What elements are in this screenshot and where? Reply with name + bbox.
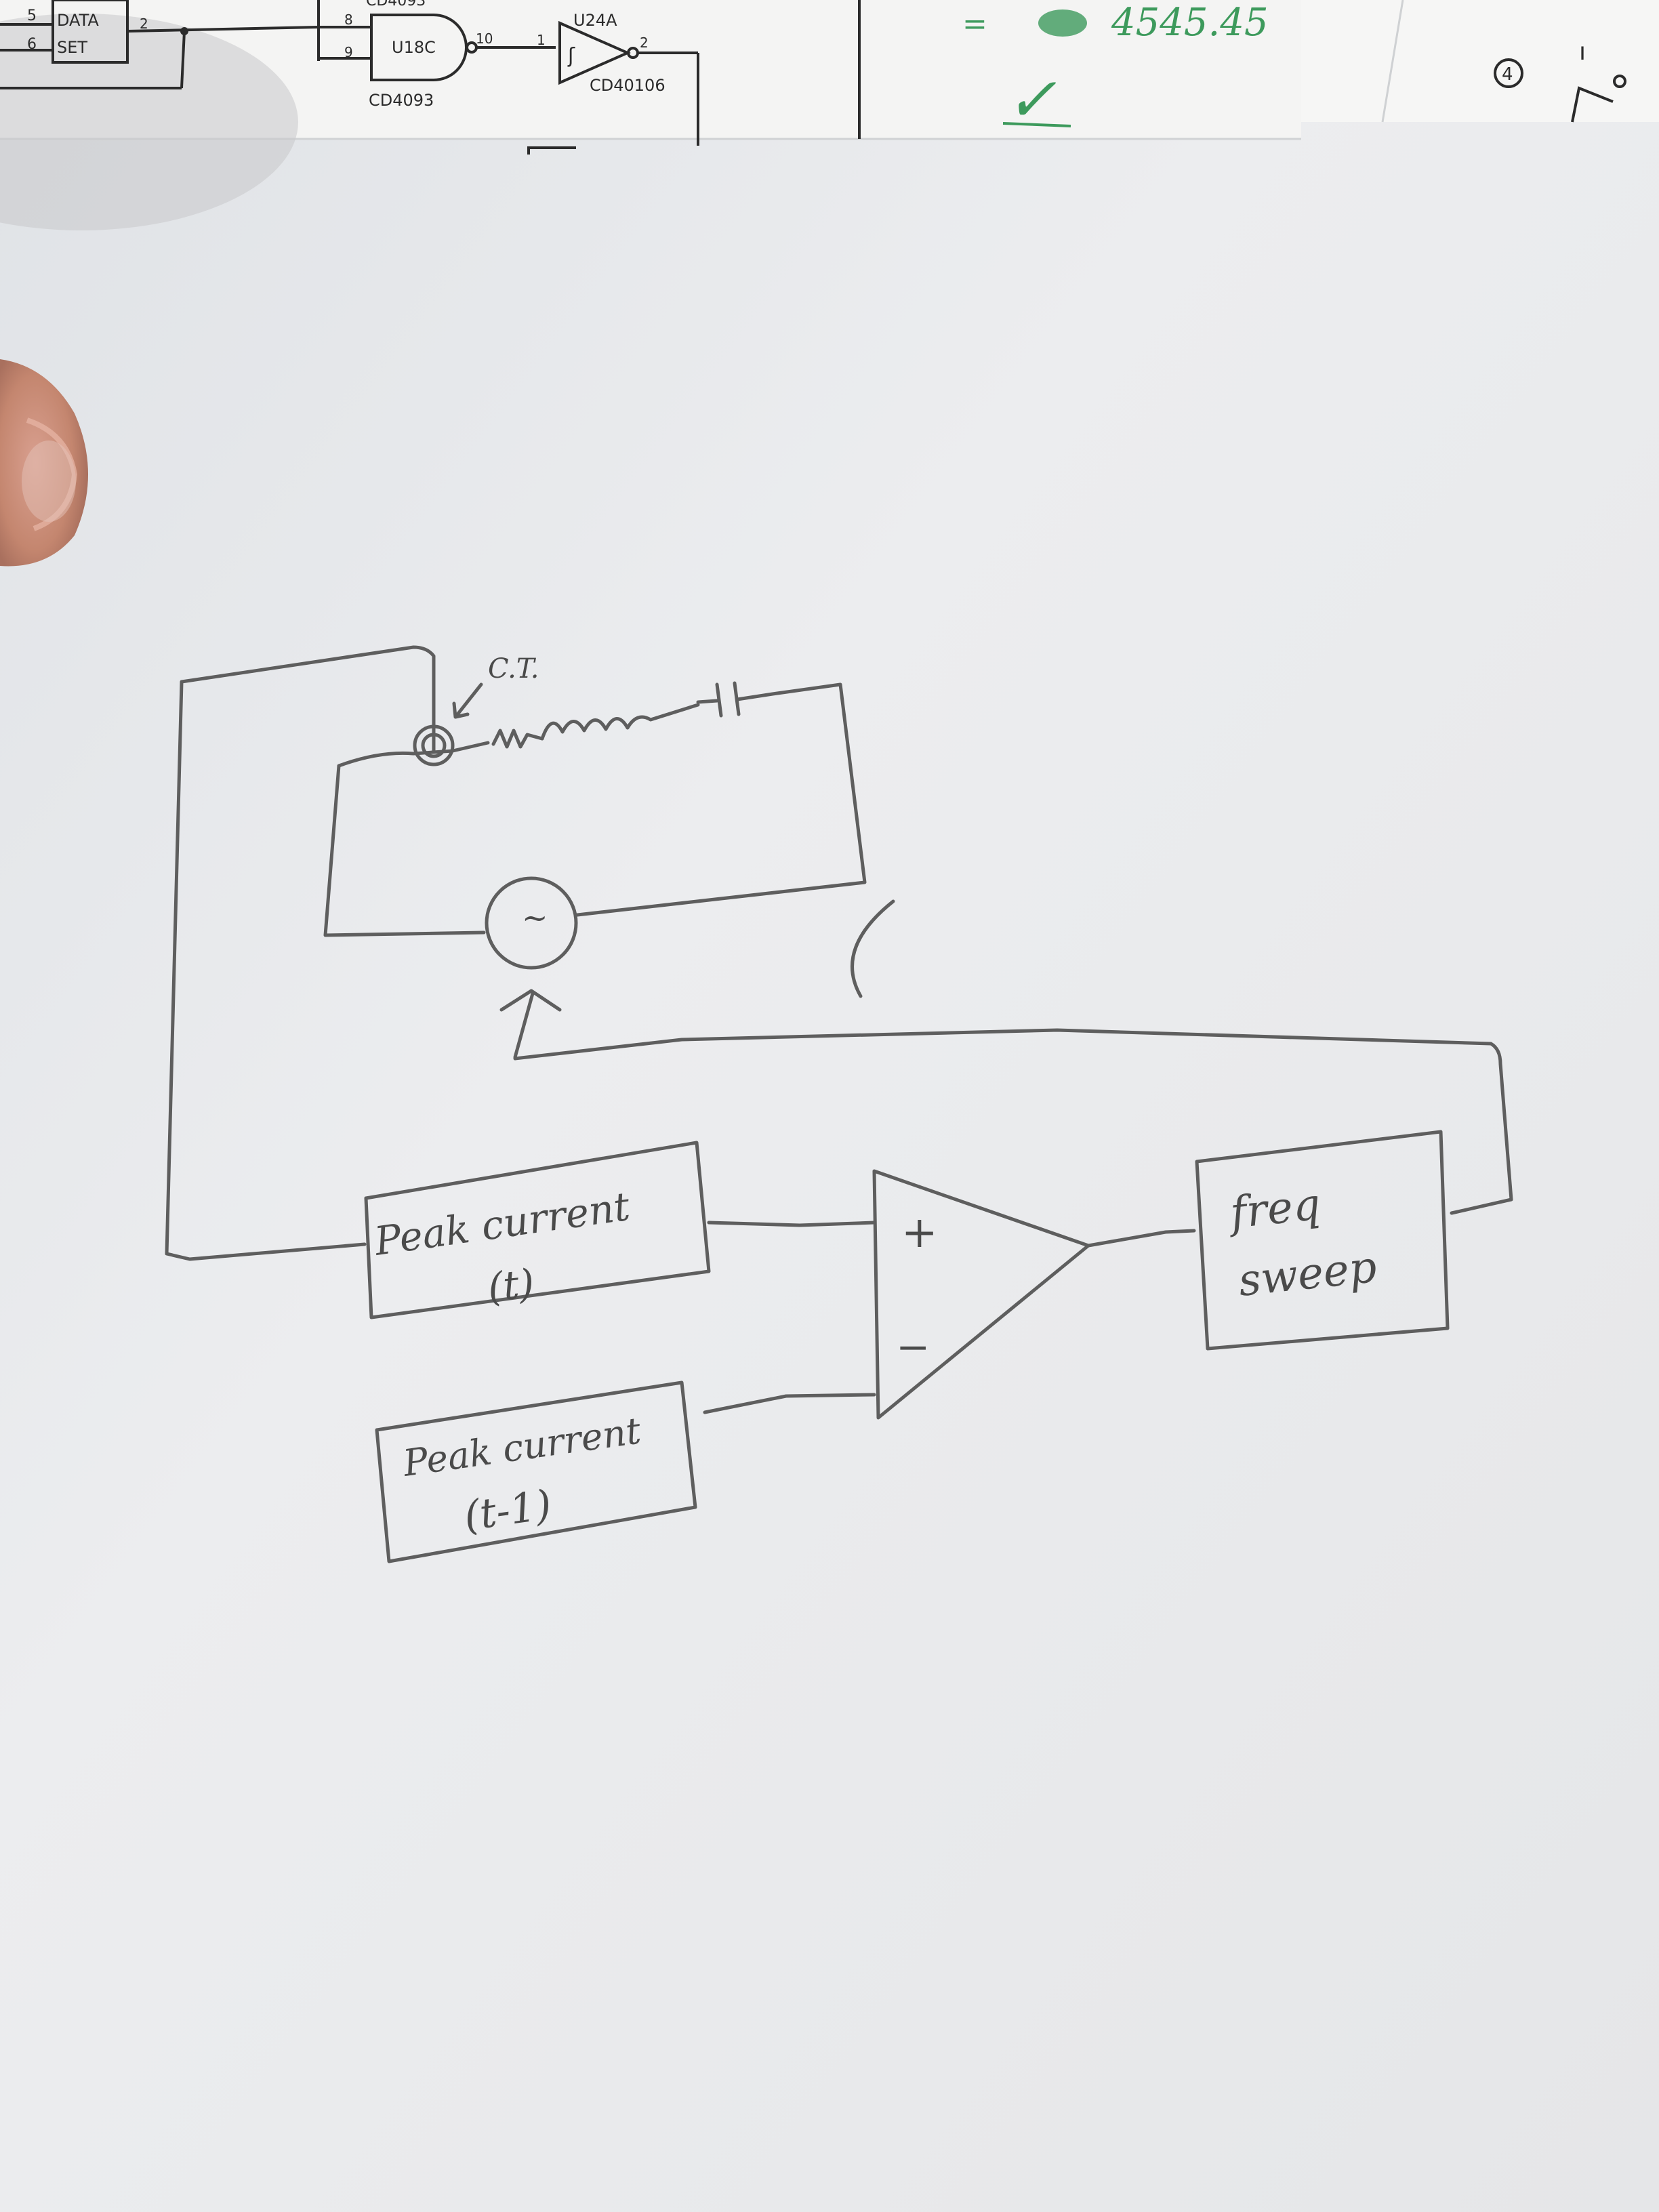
peak-t-line2: (t)	[485, 1260, 536, 1311]
comparator-minus: −	[896, 1324, 930, 1371]
comparator	[872, 1169, 1090, 1420]
latch-q-pin: 2	[140, 16, 148, 32]
ac-source-symbol: ~	[522, 899, 548, 936]
resistor	[491, 729, 544, 749]
nand-header: CD4093	[366, 0, 426, 9]
notes-equals: =	[962, 7, 987, 41]
inductor	[540, 703, 700, 741]
inverter-pin-out: 2	[640, 35, 649, 51]
top-notes: = 4545.45 ✓ 4 ı	[962, 0, 1626, 136]
series-wire-top	[337, 741, 490, 768]
notes-value: 4545.45	[1111, 1, 1269, 45]
ac-source	[485, 876, 578, 970]
hand-shadow	[0, 14, 298, 230]
inverter-name: U24A	[573, 11, 617, 30]
nand-name: U18C	[392, 38, 436, 57]
nand-pin-out: 10	[476, 30, 493, 47]
svg-text:ı: ı	[1579, 38, 1586, 66]
latch-pin-data: 5	[27, 7, 37, 24]
inverter-pin-in: 1	[537, 32, 546, 48]
top-schematic: 5 6 DATA SET 2 CD4093 8 9 U18C 10 CD4093…	[0, 0, 861, 155]
control-arrow	[499, 989, 562, 1059]
stray-mark	[851, 899, 895, 998]
notes-sheet-edge	[1381, 0, 1404, 123]
block-peak-current-t	[364, 1141, 711, 1319]
scribble	[1038, 9, 1087, 37]
capacitor-plate-a	[715, 682, 723, 718]
ct-arrow	[452, 682, 483, 719]
nand-part: CD4093	[369, 91, 434, 110]
wire-comparator-to-sweep	[1086, 1229, 1196, 1248]
inverter-gate	[558, 20, 631, 85]
block-freq-sweep	[1195, 1130, 1450, 1351]
freq-line1: freq	[1225, 1179, 1323, 1239]
circled-number-ring	[1494, 58, 1523, 88]
latch-label-set: SET	[57, 38, 87, 57]
feedback-wire-right	[513, 1028, 1513, 1215]
series-wire-right	[575, 682, 867, 917]
latch-label-data: DATA	[57, 11, 99, 30]
nand-pin-a: 8	[344, 12, 353, 28]
series-wire-left	[323, 764, 486, 937]
nand-pin-b: 9	[344, 44, 353, 60]
ct-label: C.T.	[488, 653, 539, 684]
feedback-wire-left	[165, 645, 436, 1261]
comparator-plus: +	[901, 1208, 938, 1258]
latch-pin-set: 6	[27, 36, 37, 53]
svg-text:ʃ: ʃ	[567, 44, 575, 68]
wire-peak-t1-to-minus	[703, 1393, 876, 1414]
inverter-part: CD40106	[590, 76, 665, 95]
current-transformer	[413, 724, 455, 766]
block-peak-current-t-minus-1	[375, 1380, 697, 1563]
circled-number: 4	[1502, 64, 1513, 85]
notes-sheet-strip	[1301, 0, 1659, 122]
wire-peak-t-to-plus	[707, 1221, 876, 1227]
